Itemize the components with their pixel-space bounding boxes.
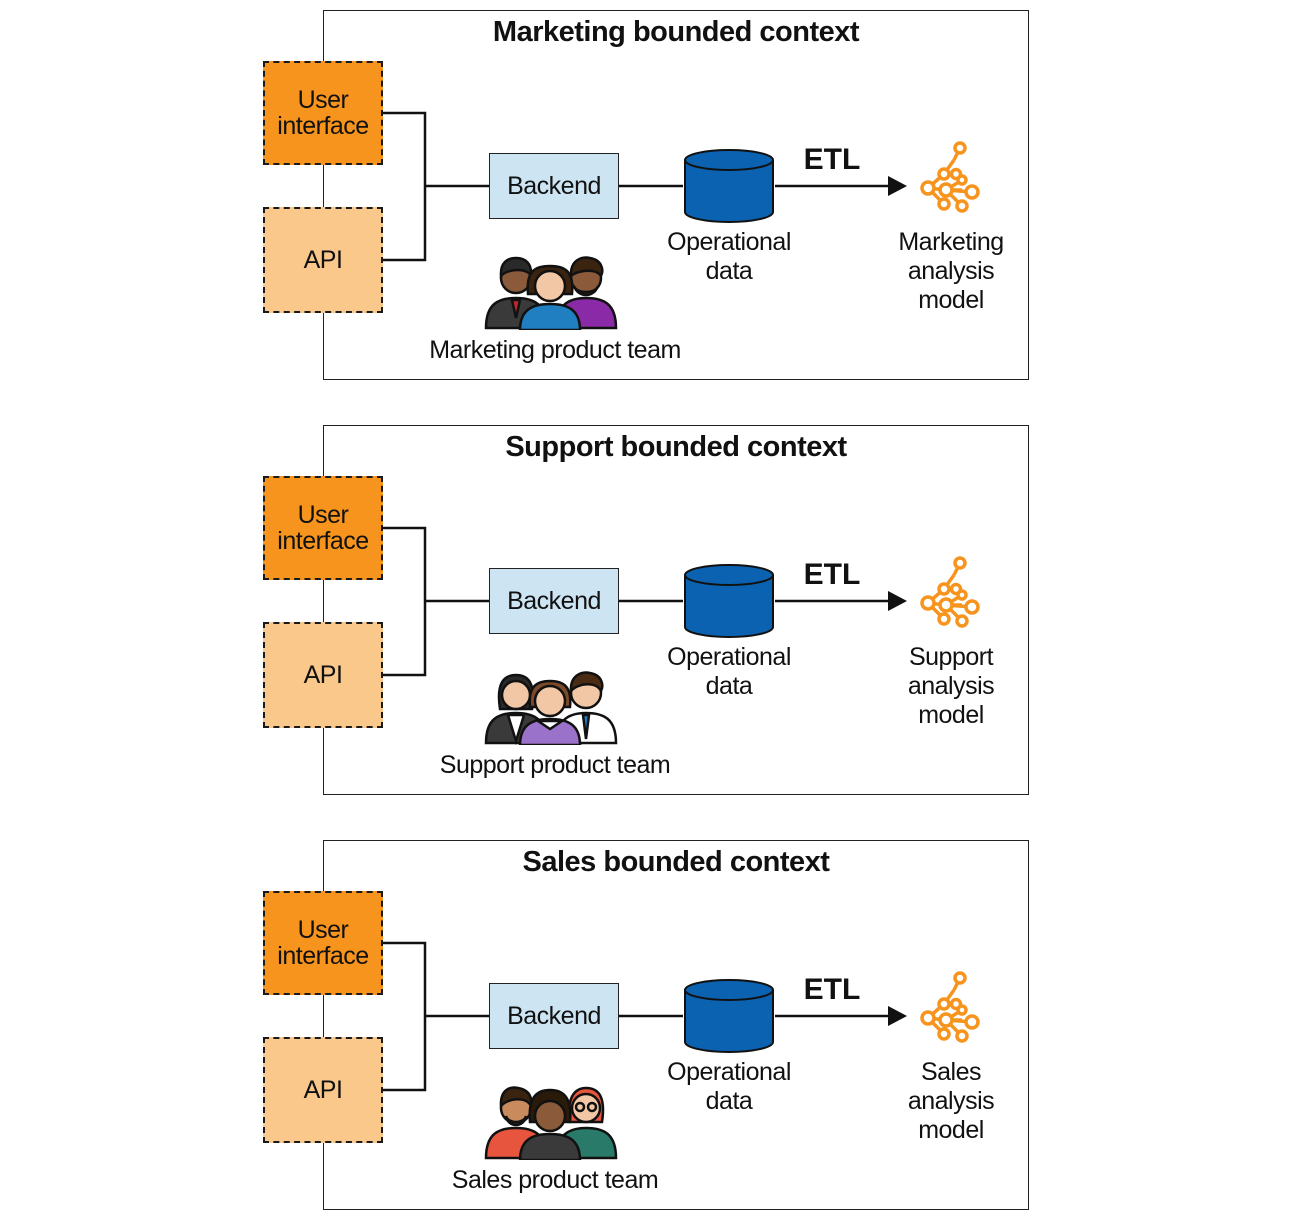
analysis-model-icon (920, 141, 980, 213)
operational-data-label: Operational data (667, 643, 791, 700)
operational-data-label: Operational data (667, 1058, 791, 1115)
analysis-model-label: Sales analysis model (907, 1058, 995, 1144)
etl-label: ETL (803, 973, 861, 1006)
database-icon (684, 564, 774, 638)
user-interface-box: User interface (263, 61, 383, 165)
analysis-model-label: Marketing analysis model (898, 228, 1004, 314)
user-interface-box: User interface (263, 476, 383, 580)
api-box: API (263, 1037, 383, 1143)
analysis-model-icon (920, 556, 980, 628)
bounded-context-marketing: Marketing bounded context User interface… (0, 0, 1300, 390)
database-icon (684, 979, 774, 1053)
api-box: API (263, 207, 383, 313)
operational-data-label: Operational data (667, 228, 791, 285)
connector-lines (383, 526, 907, 677)
database-icon (684, 149, 774, 223)
etl-label: ETL (803, 143, 861, 176)
backend-box: Backend (489, 568, 619, 634)
context-frame (323, 840, 1029, 1210)
product-team-icon (484, 671, 618, 745)
context-title: Marketing bounded context (492, 16, 860, 48)
context-frame (323, 10, 1029, 380)
backend-box: Backend (489, 153, 619, 219)
context-frame (323, 425, 1029, 795)
user-interface-box: User interface (263, 891, 383, 995)
context-title: Sales bounded context (522, 846, 830, 878)
api-box: API (263, 622, 383, 728)
connector-lines (383, 941, 907, 1092)
product-team-label: Sales product team (451, 1166, 659, 1194)
product-team-label: Marketing product team (429, 336, 681, 364)
backend-box: Backend (489, 983, 619, 1049)
product-team-label: Support product team (439, 751, 671, 779)
product-team-icon (484, 1086, 618, 1160)
connector-lines (383, 111, 907, 262)
etl-label: ETL (803, 558, 861, 591)
bounded-context-support: Support bounded context User interface A… (0, 415, 1300, 805)
product-team-icon (484, 256, 618, 330)
context-title: Support bounded context (505, 431, 847, 463)
bounded-context-sales: Sales bounded context User interface API… (0, 830, 1300, 1220)
analysis-model-icon (920, 971, 980, 1043)
analysis-model-label: Support analysis model (907, 643, 995, 729)
